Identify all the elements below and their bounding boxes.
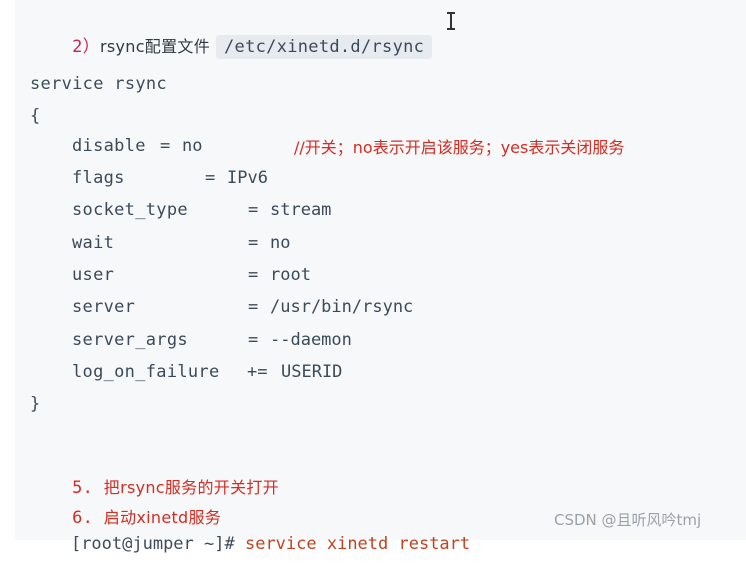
watermark: CSDN @且听风吟tmj bbox=[554, 511, 702, 529]
step-6-text: 启动xinetd服务 bbox=[103, 508, 222, 527]
code-panel bbox=[15, 0, 746, 540]
config-op-log-on-failure: += bbox=[247, 362, 268, 382]
step-6: 6. 启动xinetd服务 bbox=[30, 484, 221, 548]
config-key-flags: flags bbox=[72, 168, 125, 188]
config-key-log-on-failure: log_on_failure bbox=[72, 362, 220, 382]
config-op-user: = bbox=[248, 265, 259, 285]
config-op-server-args: = bbox=[248, 330, 259, 350]
config-value-disable: no bbox=[182, 136, 203, 156]
config-key-socket-type: socket_type bbox=[72, 200, 188, 220]
config-value-socket-type: stream bbox=[270, 200, 332, 220]
terminal-line: [root@jumper ~]# service xinetd restart bbox=[30, 514, 470, 574]
step-6-number: 6. bbox=[72, 508, 94, 528]
config-value-server-args: --daemon bbox=[270, 330, 352, 350]
step-5-number: 5. bbox=[72, 478, 94, 498]
config-value-user: root bbox=[270, 265, 311, 285]
config-key-server-args: server_args bbox=[72, 330, 188, 350]
config-op-wait: = bbox=[248, 233, 259, 253]
config-value-wait: no bbox=[270, 233, 291, 253]
config-op-disable: = bbox=[160, 136, 171, 156]
service-declaration: service rsync bbox=[30, 74, 167, 94]
step-5-text: 把rsync服务的开关打开 bbox=[103, 478, 279, 497]
heading-number: 2） bbox=[72, 37, 100, 57]
config-value-server: /usr/bin/rsync bbox=[270, 297, 414, 317]
section-heading: 2）rsync配置文件/etc/xinetd.d/rsync bbox=[30, 12, 433, 79]
screenshot-canvas: 2）rsync配置文件/etc/xinetd.d/rsync service r… bbox=[15, 0, 746, 554]
config-key-wait: wait bbox=[72, 233, 115, 253]
config-path: /etc/xinetd.d/rsync bbox=[216, 35, 433, 59]
config-op-socket-type: = bbox=[248, 200, 259, 220]
shell-prompt: [root@jumper ~]# bbox=[70, 534, 235, 554]
config-key-user: user bbox=[72, 265, 115, 285]
close-brace: } bbox=[30, 394, 41, 414]
disable-comment: //开关；no表示开启该服务；yes表示关闭服务 bbox=[294, 138, 625, 157]
config-op-server: = bbox=[248, 297, 259, 317]
config-value-log-on-failure: USERID bbox=[281, 362, 343, 382]
heading-text: rsync配置文件 bbox=[99, 37, 211, 56]
config-key-disable: disable bbox=[72, 136, 146, 156]
step-5: 5. 把rsync服务的开关打开 bbox=[30, 454, 279, 518]
text-cursor-icon bbox=[446, 11, 456, 31]
shell-command: service xinetd restart bbox=[244, 534, 471, 554]
open-brace: { bbox=[30, 106, 41, 126]
config-op-flags: = bbox=[205, 168, 216, 188]
config-value-flags: IPv6 bbox=[227, 168, 268, 188]
config-key-server: server bbox=[72, 297, 136, 317]
